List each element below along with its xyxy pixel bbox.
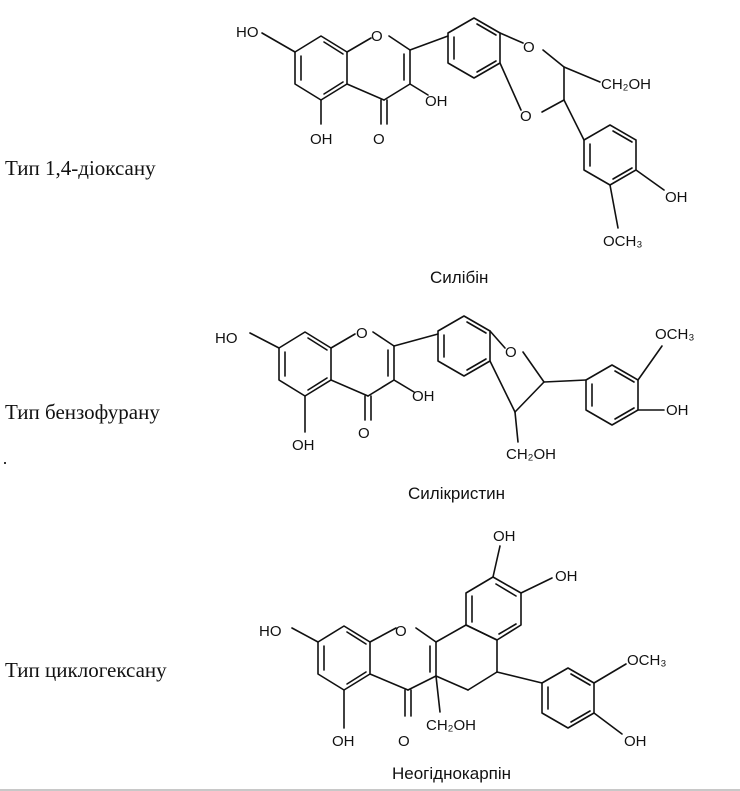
bottom-divider bbox=[0, 789, 740, 791]
silybin-oh-4p: OH bbox=[665, 189, 688, 206]
neohydnocarpin-ch2oh: CH₂OH bbox=[426, 717, 476, 734]
silybin-och3: OCH₃ bbox=[603, 233, 642, 250]
neohydnocarpin-ho-7: HO bbox=[259, 623, 282, 640]
neohydnocarpin-ring-o: O bbox=[395, 623, 407, 640]
silicristin-och3: OCH₃ bbox=[655, 326, 694, 343]
compound-name-silybin: Силібін bbox=[430, 268, 489, 287]
silicristin-structure bbox=[249, 315, 665, 443]
silicristin-ring-o: O bbox=[356, 325, 368, 342]
type-label-dioxane: Тип 1,4-діоксану bbox=[5, 156, 156, 180]
neohydnocarpin-oh-5: OH bbox=[332, 733, 355, 750]
silicristin-ho-7: HO bbox=[215, 330, 238, 347]
type-label-cyclohexane: Тип циклогексану bbox=[5, 658, 167, 682]
silybin-structure bbox=[261, 17, 665, 229]
silybin-oh-5: OH bbox=[310, 131, 333, 148]
silicristin-carbonyl-o: O bbox=[358, 425, 370, 442]
type-label-benzofuran: Тип бензофурану bbox=[5, 400, 160, 424]
silicristin-ch2oh: CH₂OH bbox=[506, 446, 556, 463]
silicristin-oh-3: OH bbox=[412, 388, 435, 405]
neohydnocarpin-och3: OCH₃ bbox=[627, 652, 666, 669]
silicristin-oh-5: OH bbox=[292, 437, 315, 454]
silybin-dioxane-o1: O bbox=[523, 39, 535, 56]
stray-dot bbox=[4, 462, 6, 464]
compound-name-silicristin: Силікристин bbox=[408, 484, 506, 503]
compound-name-neohydnocarpin: Неогіднокарпін bbox=[392, 764, 512, 783]
silybin-carbonyl-o: O bbox=[373, 131, 385, 148]
neohydnocarpin-oh-top: OH bbox=[493, 528, 516, 545]
neohydnocarpin-structure bbox=[291, 545, 627, 735]
neohydnocarpin-carbonyl-o: O bbox=[398, 733, 410, 750]
silybin-ch2oh: CH₂OH bbox=[601, 76, 651, 93]
neohydnocarpin-oh-right: OH bbox=[555, 568, 578, 585]
silybin-ring-o: O bbox=[371, 28, 383, 45]
silicristin-oh-4p: OH bbox=[666, 402, 689, 419]
silybin-ho-7: HO bbox=[236, 24, 259, 41]
silybin-dioxane-o2: O bbox=[520, 108, 532, 125]
silicristin-furan-o: O bbox=[505, 344, 517, 361]
silybin-oh-3: OH bbox=[425, 93, 448, 110]
neohydnocarpin-oh-4p: OH bbox=[624, 733, 647, 750]
